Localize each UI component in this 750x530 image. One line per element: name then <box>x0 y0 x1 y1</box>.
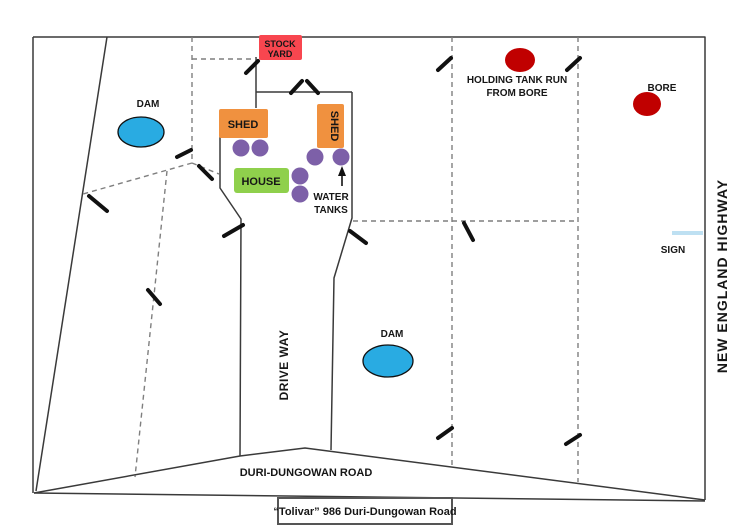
shed-right-label: SHED <box>328 111 340 142</box>
stock-yard-label-line2: YARD <box>268 49 293 59</box>
water-tanks-label-line2: TANKS <box>314 205 348 216</box>
paddock-fence-dashed <box>191 162 220 175</box>
dam-upper-label: DAM <box>137 99 160 110</box>
water-tank <box>306 148 324 166</box>
gate-marker <box>436 426 454 440</box>
title-box-label: “Tolivar” 986 Duri-Dungowan Road <box>273 506 456 518</box>
bore-label: BORE <box>648 83 677 94</box>
paddock-fence-dashed <box>82 162 193 195</box>
water-tank <box>232 139 250 157</box>
gate-marker <box>87 194 109 213</box>
fence-west-slant <box>35 36 108 492</box>
house <box>234 168 289 193</box>
gate-marker <box>348 229 368 245</box>
gate-marker <box>305 79 320 95</box>
fence-houseyard-east-driveway <box>330 92 353 451</box>
water-tank <box>291 167 309 185</box>
holding-tank-label-line1: HOLDING TANK RUN <box>467 75 567 86</box>
stock-yard-label-line1: STOCK <box>264 39 296 49</box>
gate-marker <box>222 223 245 238</box>
gate-marker <box>146 288 162 306</box>
sign-marker <box>672 231 703 235</box>
road-label: DURI-DUNGOWAN ROAD <box>240 467 373 479</box>
stock-yard <box>259 35 302 60</box>
holding-tank <box>505 48 535 72</box>
gate-marker <box>564 433 582 446</box>
up-arrow-head-icon <box>338 166 346 176</box>
boundary-top-right <box>33 36 706 500</box>
dam-lower <box>362 344 414 378</box>
house-label: HOUSE <box>241 176 280 188</box>
water-tank <box>332 148 350 166</box>
holding-tank-label-line2: FROM BORE <box>486 88 547 99</box>
water-tank <box>291 185 309 203</box>
highway-label: NEW ENGLAND HIGHWAY <box>714 179 730 373</box>
bore <box>633 92 661 116</box>
gate-marker <box>462 221 475 242</box>
sign-label: SIGN <box>661 245 685 256</box>
gate-marker <box>289 79 304 95</box>
gate-marker <box>175 148 193 159</box>
dam-upper <box>117 116 165 148</box>
gate-marker <box>565 56 582 72</box>
road-edge <box>33 447 706 501</box>
driveway-label: DRIVE WAY <box>277 330 291 401</box>
gate-marker <box>197 164 214 181</box>
gate-marker <box>244 59 260 75</box>
shed-right <box>317 104 344 148</box>
fence-houseyard-west-driveway <box>219 137 242 457</box>
paddock-fence-dashed <box>134 170 168 478</box>
title-box <box>277 497 453 525</box>
water-tank <box>251 139 269 157</box>
shed-left <box>219 109 268 138</box>
shed-left-label: SHED <box>228 119 259 131</box>
gate-marker <box>436 56 453 72</box>
water-tanks-label-line1: WATER <box>313 192 349 203</box>
dam-lower-label: DAM <box>381 329 404 340</box>
